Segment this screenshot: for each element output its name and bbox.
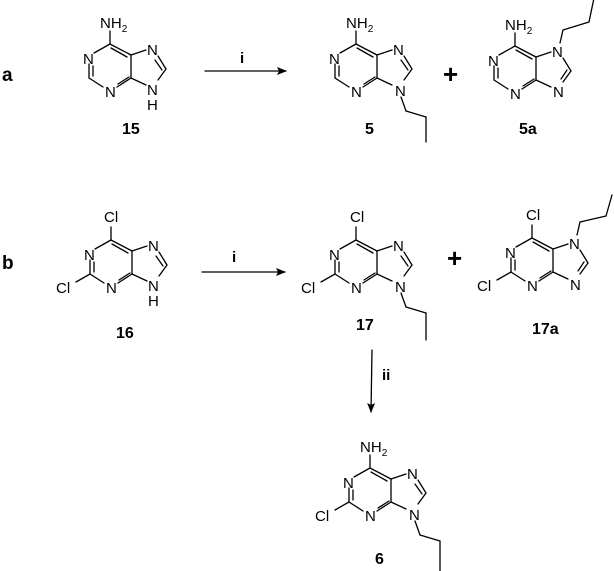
plus-sign-b: + [447, 243, 462, 273]
atom-cl2: Cl [56, 280, 70, 297]
compound-17-structure [320, 226, 427, 341]
reagent-label-i-a: i [240, 50, 244, 67]
atom-n7: N [569, 236, 580, 253]
atom-n3: N [527, 278, 538, 295]
atom-n7: N [393, 238, 404, 255]
compound-label-5a: 5a [519, 121, 537, 138]
atom-n9: N [570, 277, 581, 294]
atom-n3: N [365, 508, 376, 525]
atom-n7: N [393, 42, 404, 59]
row-label-a: a [2, 65, 13, 86]
atom-n7: N [148, 238, 159, 255]
compound-16-structure [75, 226, 168, 284]
atom-n1: N [488, 53, 499, 70]
atom-cl2: Cl [477, 278, 491, 295]
compound-17a-structure [496, 194, 613, 282]
compound-label-16: 16 [116, 325, 134, 342]
compound-label-15: 15 [122, 121, 140, 138]
atom-n1: N [84, 247, 95, 264]
atom-n3: N [510, 86, 521, 103]
atom-cl2: Cl [301, 280, 315, 297]
atom-cl6: Cl [104, 209, 118, 226]
compound-label-6: 6 [375, 551, 384, 568]
atom-h: H [148, 293, 159, 310]
atom-h: H [147, 97, 158, 114]
atom-n7: N [147, 42, 158, 59]
atom-n9: N [395, 279, 406, 296]
atom-nh2: NH2 [360, 439, 388, 459]
reaction-arrow-ii [367, 349, 376, 413]
compound-label-5: 5 [365, 121, 374, 138]
atom-n9: N [409, 507, 420, 524]
atom-cl6: Cl [350, 209, 364, 226]
compound-label-17a: 17a [532, 321, 559, 338]
atom-n7: N [552, 44, 563, 61]
atom-n1: N [329, 247, 340, 264]
atom-n9: N [395, 83, 406, 100]
atom-nh2: NH2 [505, 17, 533, 37]
atom-n1: N [505, 245, 516, 262]
atom-n7: N [407, 466, 418, 483]
atom-n1: N [329, 51, 340, 68]
reagent-label-i-b: i [232, 249, 236, 266]
compound-5a-structure [493, 0, 595, 90]
compound-6-structure [334, 454, 441, 571]
atom-n3: N [351, 280, 362, 297]
atom-n1: N [83, 51, 94, 68]
atom-n9: N [147, 82, 158, 99]
atom-nh2: NH2 [346, 15, 374, 35]
atom-nh2: NH2 [100, 15, 128, 35]
atom-n1: N [343, 475, 354, 492]
row-label-b: b [2, 253, 14, 274]
atom-n9: N [553, 84, 564, 101]
atom-n3: N [106, 280, 117, 297]
atom-n9: N [148, 278, 159, 295]
plus-sign-a: + [443, 59, 458, 89]
atom-cl6: Cl [526, 207, 540, 224]
atom-cl2: Cl [315, 508, 329, 525]
reagent-label-ii: ii [382, 367, 390, 384]
compound-15-structure [88, 30, 167, 88]
compound-label-17: 17 [356, 317, 374, 334]
compound-5-structure [334, 30, 427, 143]
atom-n3: N [105, 84, 116, 101]
atom-n3: N [351, 84, 362, 101]
